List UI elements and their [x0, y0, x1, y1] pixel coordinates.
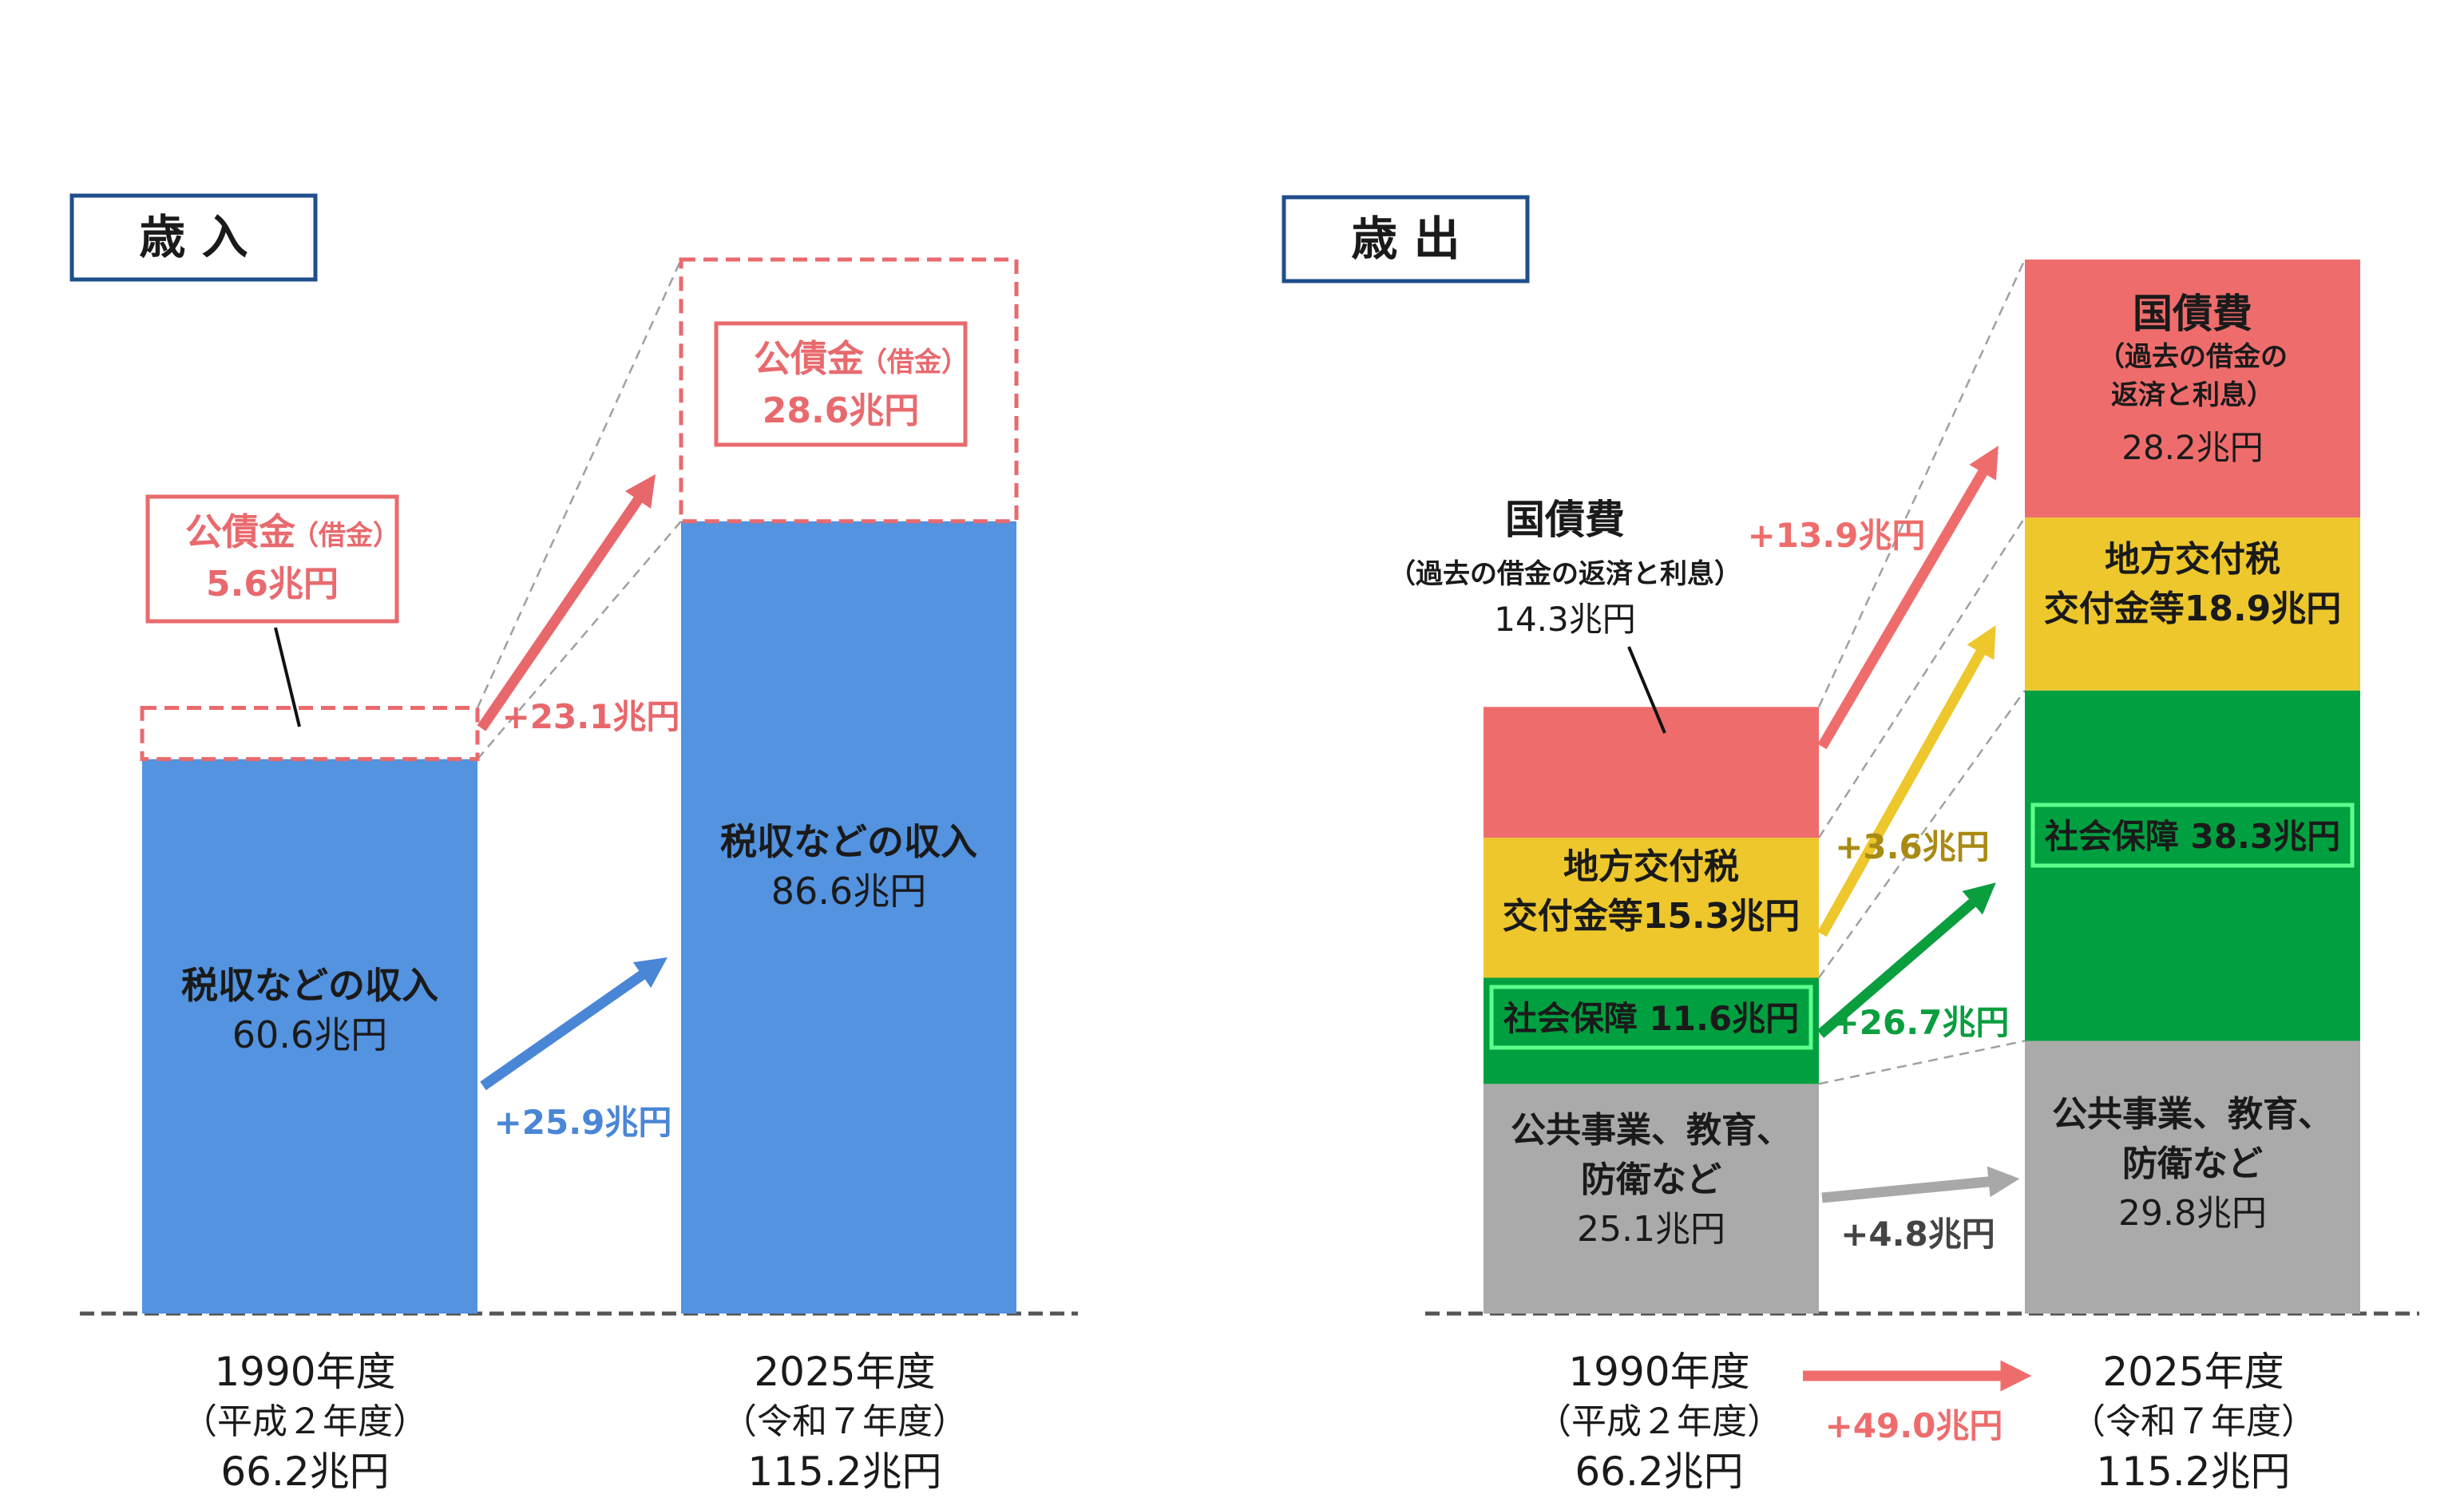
- local-label: 地方交付税: [2105, 539, 2280, 580]
- change-label-debt: +13.9兆円: [1748, 516, 1926, 555]
- change-arrow-bond: [477, 474, 656, 731]
- bond-label-box: [145, 494, 399, 624]
- change-arrow-tax: [480, 957, 667, 1091]
- public-label: 公共事業、教育、: [2052, 1094, 2333, 1135]
- bond-label-sub: （借金）: [860, 347, 969, 378]
- connector-local: [1817, 517, 2026, 838]
- bar-debt-0: [1484, 707, 1819, 838]
- category-era: （平成２年度）: [182, 1401, 428, 1442]
- change-arrow-public: [1821, 1166, 2020, 1203]
- social-highlight: [1489, 985, 1813, 1050]
- bar-bond-0: [140, 705, 480, 762]
- debt-label-sub: （過去の借金の返済と利息）: [1388, 558, 1741, 590]
- change-arrow-social: [1816, 882, 1996, 1038]
- debt-label-main: 国債費: [1505, 497, 1625, 543]
- bond-label-main: 公債金: [185, 510, 296, 553]
- bond-label-main: 公債金: [754, 337, 865, 380]
- tax-label: 税収などの収入: [181, 964, 438, 1007]
- category-total: 115.2兆円: [2096, 1448, 2290, 1495]
- bar-social-0: [1484, 977, 1819, 1084]
- change-label-public: +4.8兆円: [1840, 1215, 1995, 1254]
- panel-title: 歳 出: [1351, 212, 1460, 266]
- local-label: 交付金等15.3兆円: [1503, 896, 1800, 937]
- bar-debt-1: [2025, 260, 2360, 518]
- social-label: 社会保障 38.3兆円: [2045, 817, 2340, 856]
- category-year: 1990年度: [214, 1349, 395, 1395]
- panel-title-box: [69, 193, 318, 282]
- public-label: 防衛など: [2122, 1143, 2263, 1184]
- connector-bond-top: [476, 259, 683, 708]
- bond-label-box: [714, 321, 968, 447]
- category-year: 2025年度: [754, 1349, 935, 1395]
- public-label: 防衛など: [1581, 1159, 1721, 1200]
- bar-local-1: [2025, 517, 2360, 691]
- public-label: 29.8兆円: [2118, 1193, 2267, 1234]
- change-label-social: +26.7兆円: [1832, 1003, 2010, 1042]
- category-total: 66.2兆円: [1575, 1448, 1743, 1495]
- tax-label: 86.6兆円: [771, 870, 926, 913]
- bond-label-sub: （借金）: [291, 520, 400, 552]
- panel-title-box: [1282, 195, 1530, 283]
- bond-label-value: 28.6兆円: [763, 390, 920, 431]
- change-arrow-debt: [1817, 446, 1999, 750]
- bar-public-1: [2025, 1040, 2360, 1314]
- tax-label: 60.6兆円: [232, 1013, 387, 1056]
- category-era: （平成２年度）: [1536, 1401, 1782, 1442]
- debt-label-main: 国債費: [2133, 291, 2252, 337]
- panel-title: 歳 入: [139, 210, 248, 264]
- total-change-label: +49.0兆円: [1825, 1406, 2003, 1445]
- connector-social: [1817, 689, 2026, 979]
- debt-pointer: [1627, 646, 1666, 734]
- change-label-tax: +25.9兆円: [494, 1103, 672, 1142]
- bar-public-0: [1484, 1084, 1819, 1314]
- public-label: 公共事業、教育、: [1511, 1110, 1792, 1151]
- local-label: 地方交付税: [1563, 846, 1739, 887]
- category-era: （令和７年度）: [2070, 1401, 2316, 1442]
- social-highlight: [2030, 803, 2355, 868]
- bar-tax-0: [142, 759, 477, 1314]
- connector-debt: [1817, 259, 2026, 707]
- debt-label-sub: 返済と利息）: [2111, 379, 2274, 411]
- category-total: 66.2兆円: [220, 1448, 389, 1495]
- category-year: 2025年度: [2102, 1349, 2284, 1395]
- category-year: 1990年度: [1568, 1349, 1749, 1395]
- change-label-bond: +23.1兆円: [502, 697, 680, 736]
- public-label: 25.1兆円: [1577, 1209, 1725, 1250]
- debt-label-value: 28.2兆円: [2121, 428, 2264, 467]
- change-arrow-local: [1817, 625, 1996, 937]
- category-era: （令和７年度）: [722, 1401, 968, 1442]
- category-total: 115.2兆円: [747, 1448, 941, 1495]
- connector-bond-bottom: [477, 520, 682, 760]
- change-label-local: +3.6兆円: [1835, 827, 1990, 866]
- bar-local-0: [1484, 838, 1819, 978]
- local-label: 交付金等18.9兆円: [2044, 589, 2342, 629]
- debt-label-sub: （過去の借金の: [2098, 341, 2288, 373]
- social-label: 社会保障 11.6兆円: [1503, 999, 1799, 1038]
- connector-public: [1818, 1040, 2026, 1085]
- bar-tax-1: [681, 521, 1016, 1314]
- bond-pointer: [274, 627, 301, 727]
- bond-label-value: 5.6兆円: [206, 564, 339, 604]
- tax-label: 税収などの収入: [720, 820, 977, 863]
- debt-label-value: 14.3兆円: [1494, 600, 1636, 639]
